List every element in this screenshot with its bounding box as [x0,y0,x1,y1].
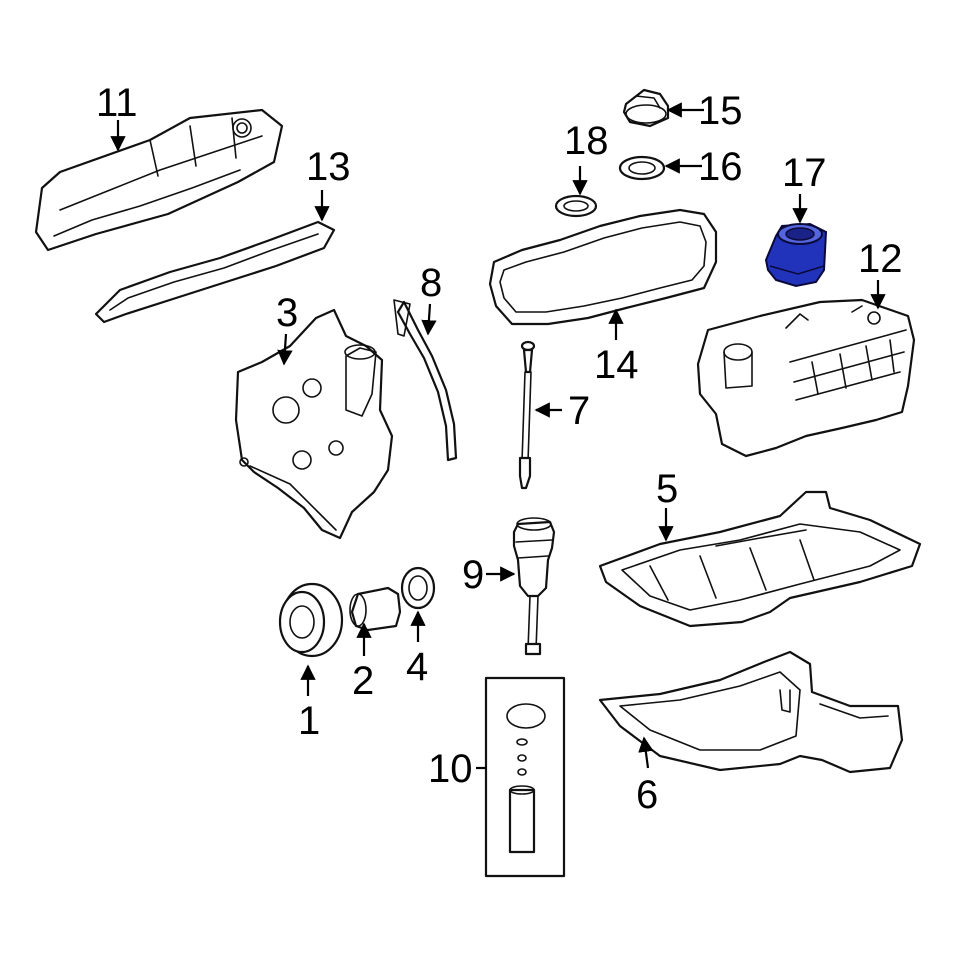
callout-15: 15 [698,89,743,133]
part-13-gasket-left[interactable] [94,220,336,324]
callout-9: 9 [462,553,484,597]
callout-13: 13 [306,145,351,189]
callout-17: 17 [782,151,827,195]
part-17-filler-neck-highlighted[interactable] [764,222,828,288]
callout-8: 8 [420,261,442,305]
part-8-dipstick-tube[interactable] [393,299,458,462]
part-1-crank-pulley[interactable] [278,582,344,658]
part-9-oil-level-sensor[interactable] [512,517,556,656]
part-4-seal[interactable] [400,566,436,610]
callout-4: 4 [406,645,428,689]
callout-5: 5 [656,467,678,511]
part-3-timing-cover[interactable] [234,308,394,540]
callout-12: 12 [858,237,903,281]
callout-2: 2 [352,659,374,703]
callout-10: 10 [428,747,473,791]
leader-lines [110,102,886,770]
callout-3: 3 [276,291,298,335]
part-6-lower-oil-pan[interactable] [598,650,904,774]
part-5-upper-oil-pan[interactable] [598,490,922,628]
callout-labels: 11 13 3 8 7 14 15 16 18 17 12 5 6 9 1 2 … [96,81,903,817]
part-15-oil-cap[interactable] [622,88,670,128]
callout-11: 11 [96,81,138,125]
part-7-dipstick[interactable] [518,340,536,490]
callout-7: 7 [568,389,590,433]
callout-16: 16 [698,145,743,189]
part-12-valve-cover-right[interactable] [696,298,916,458]
part-18-o-ring[interactable] [554,194,598,218]
part-11-valve-cover-left[interactable] [34,108,284,252]
callout-14: 14 [594,343,639,387]
part-10-filter-kit[interactable] [484,676,566,878]
callout-6: 6 [636,773,658,817]
part-2-bush[interactable] [349,586,402,632]
callout-1: 1 [298,699,320,743]
callout-18: 18 [564,119,609,163]
part-16-seal-ring[interactable] [618,155,666,181]
part-14-gasket-right[interactable] [488,208,718,326]
